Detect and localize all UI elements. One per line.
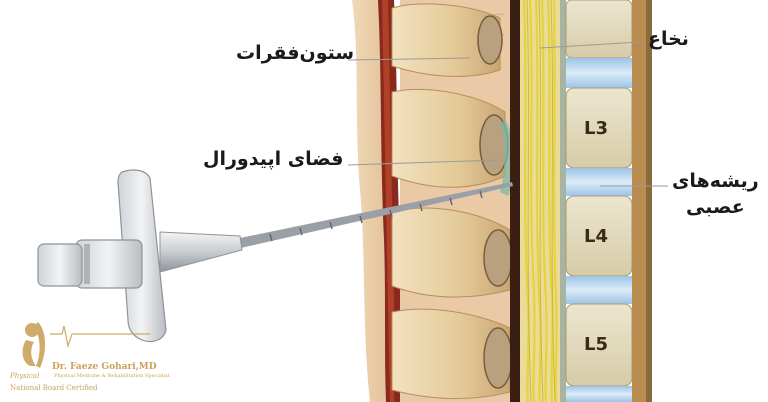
nerve-fibers bbox=[522, 0, 558, 402]
watermark-name: Dr. Faeze Gohari,MD bbox=[52, 362, 157, 372]
dura bbox=[510, 0, 520, 402]
label-spine: ستون‌فقرات bbox=[236, 42, 355, 64]
label-nerve-roots-line1: ریشه‌های bbox=[672, 170, 759, 192]
vertebral-column bbox=[565, 0, 652, 402]
vertebra-label-l4: L4 bbox=[584, 226, 608, 247]
watermark-subtitle: Physical Medicine & Rehabilitation Speci… bbox=[54, 373, 170, 379]
spinal-needle bbox=[37, 169, 513, 343]
vertebra-label-l3: L3 bbox=[584, 118, 608, 139]
watermark-logo-word: Physical bbox=[10, 372, 40, 380]
watermark-logo bbox=[22, 322, 150, 368]
watermark-certification: National Board Certified bbox=[10, 384, 98, 392]
label-nerve-roots-line2: عصبی bbox=[686, 196, 745, 218]
leader-lines bbox=[347, 41, 668, 187]
label-epidural-space: فضای اپیدورال bbox=[203, 148, 344, 170]
vertebra-label-l5: L5 bbox=[584, 334, 608, 355]
label-spinal-cord: نخاع bbox=[648, 28, 689, 50]
